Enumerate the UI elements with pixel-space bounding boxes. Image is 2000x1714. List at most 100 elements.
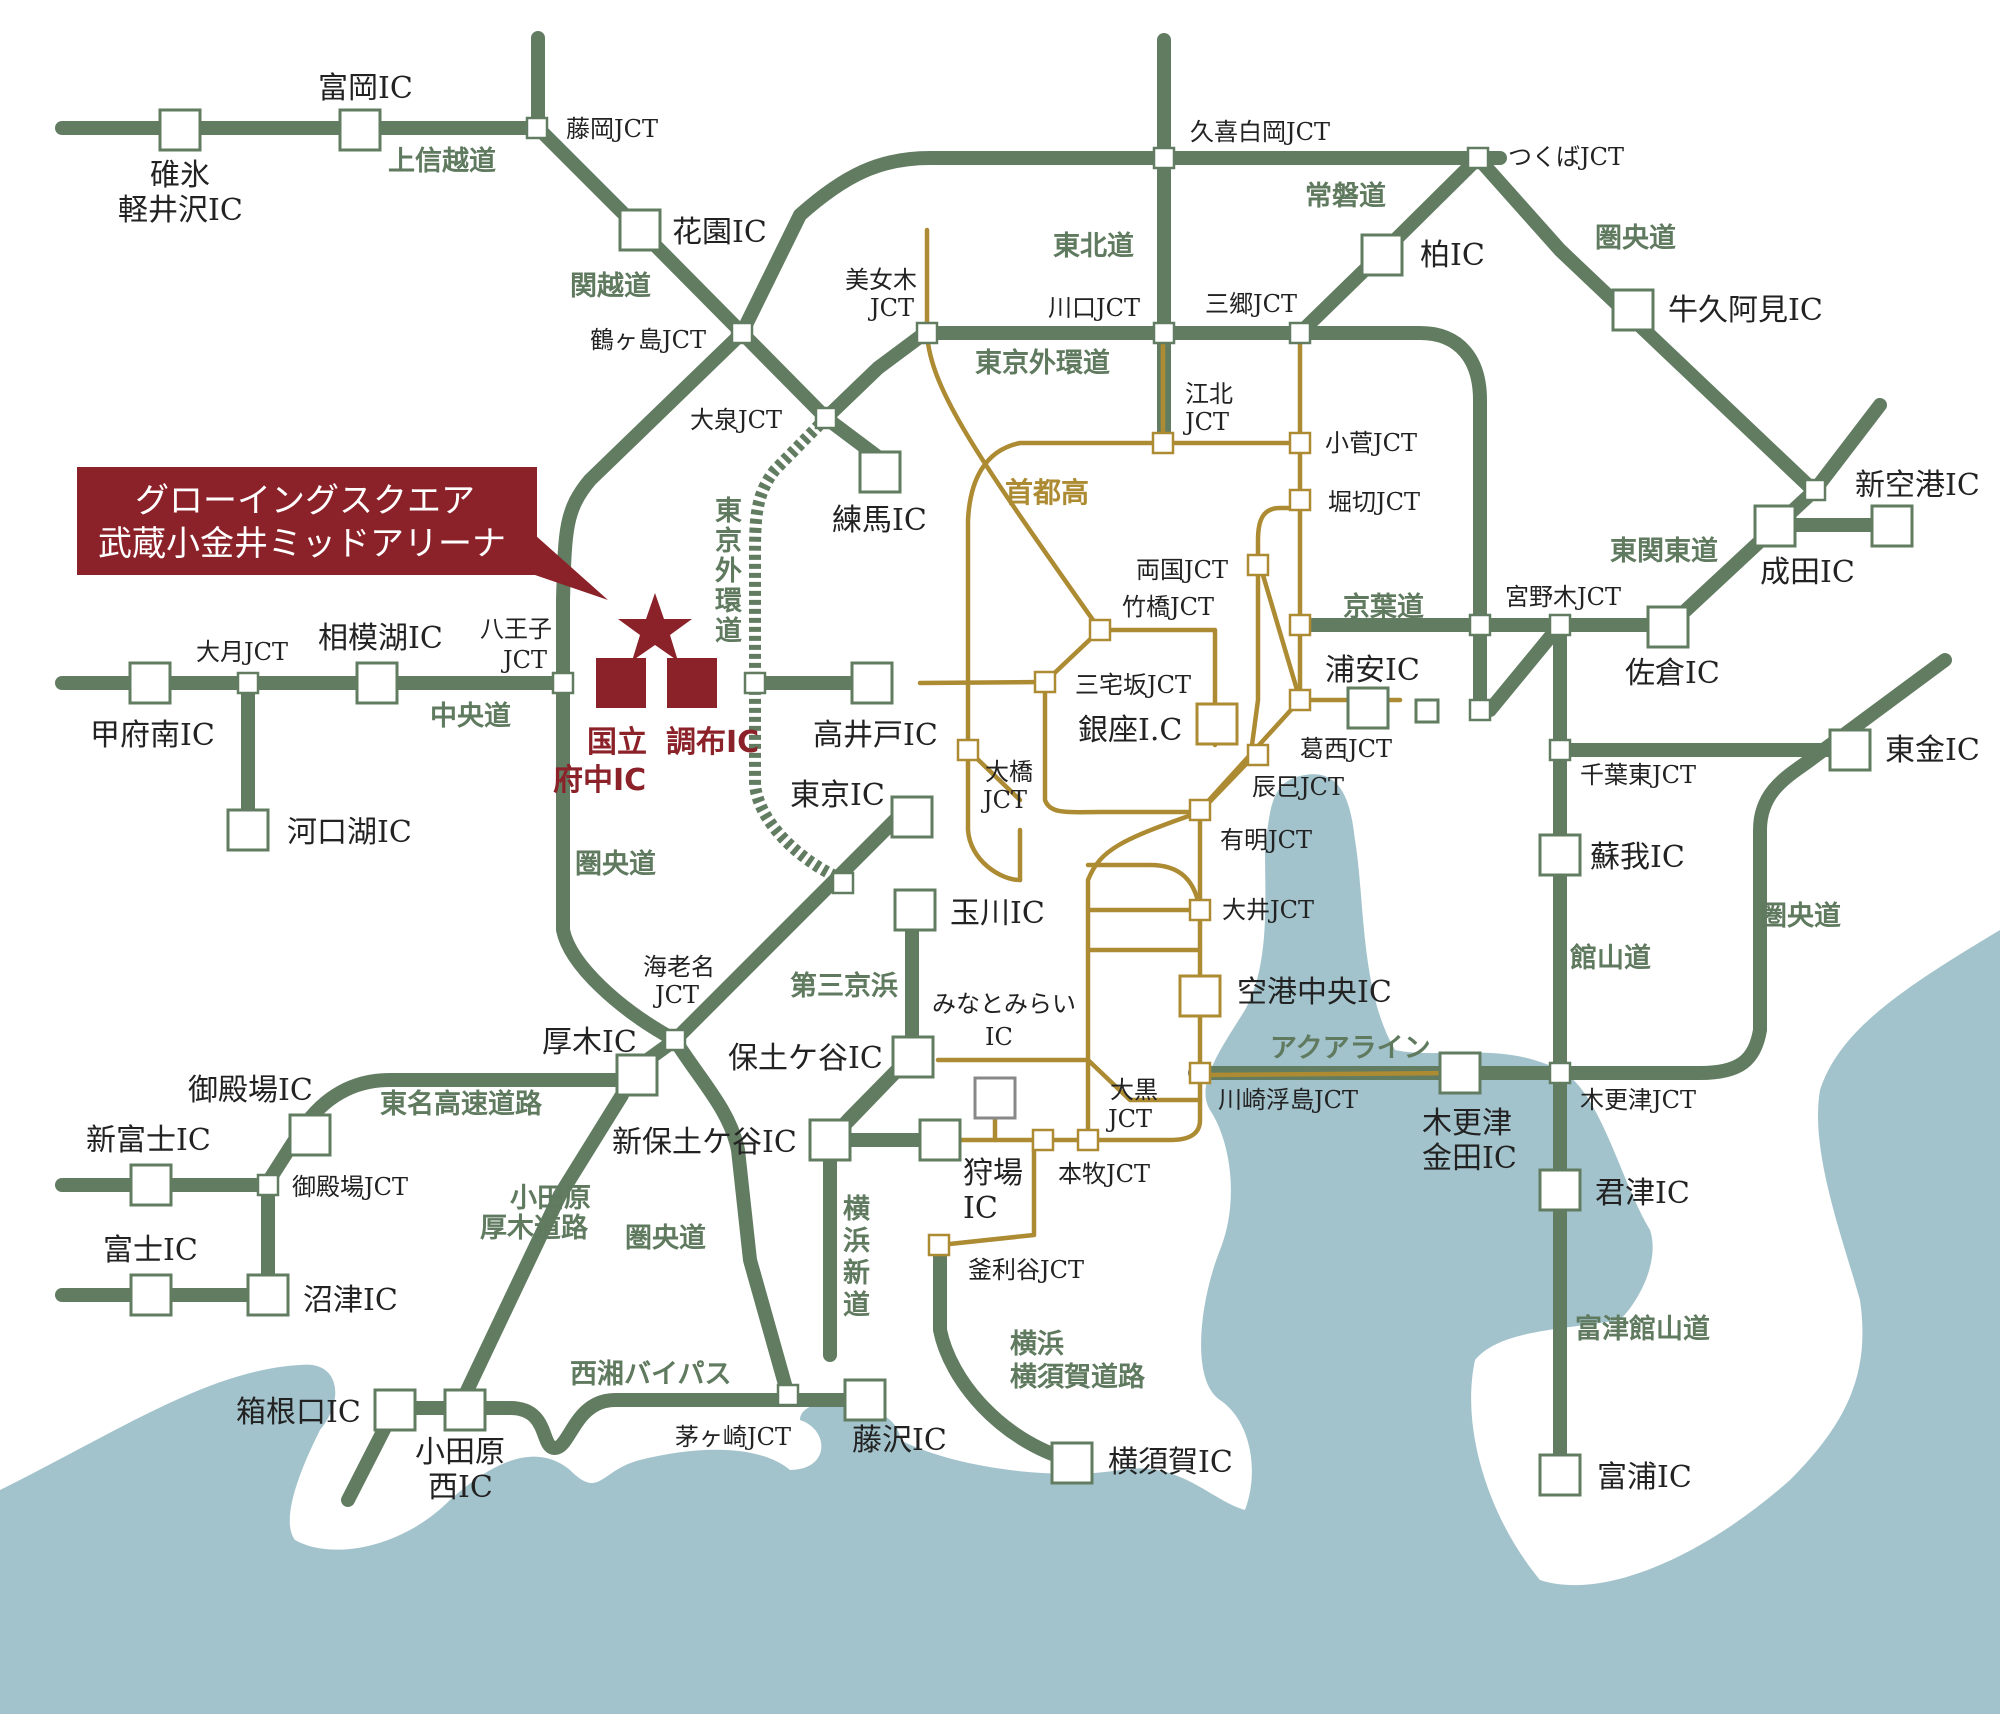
banner-line-2: 武蔵小金井ミッドアリーナ [98, 524, 506, 564]
label-shinfuji: 新富士IC [86, 1123, 211, 1158]
route-tateyama: 館山道 [1570, 942, 1651, 974]
kohoku-jct[interactable] [1151, 431, 1175, 455]
futtsu-ic-marker[interactable] [1538, 1453, 1582, 1497]
label-ohashi-1: 大橋 [985, 758, 1033, 786]
takebashi-jct[interactable] [1088, 618, 1112, 642]
kuko-ic-marker[interactable] [1178, 974, 1222, 1018]
ariake-jct[interactable] [1188, 798, 1212, 822]
ohashi-jct[interactable] [956, 738, 980, 762]
kawaguchi-jct[interactable] [1152, 321, 1176, 345]
ginza-ic-marker[interactable] [1195, 702, 1239, 746]
shinkuko-ic-marker[interactable] [1870, 504, 1914, 548]
chibahigashi-jct[interactable] [1548, 738, 1572, 762]
label-kawaguchiko: 河口湖IC [287, 815, 412, 850]
atsugi-ic-marker[interactable] [615, 1053, 659, 1097]
usui-ic-marker[interactable] [158, 108, 202, 152]
kunitachi-fuchu-ic-box[interactable] [596, 658, 646, 708]
kosuge-jct[interactable] [1288, 431, 1312, 455]
label-kamariya: 釜利谷JCT [968, 1256, 1084, 1284]
route-daisan-keihin: 第三京浜 [790, 970, 898, 1002]
label-kisarazu-1: 木更津 [1422, 1106, 1512, 1141]
misato-jct[interactable] [1288, 321, 1312, 345]
sagamiko-ic-marker[interactable] [355, 661, 399, 705]
shinhodogaya-ic-marker[interactable] [808, 1118, 852, 1162]
label-kawasaki: 川崎浮島JCT [1218, 1086, 1358, 1114]
svg-text:環: 環 [715, 586, 743, 617]
hakone-ic-marker[interactable] [373, 1388, 417, 1432]
kisarazu-jct[interactable] [1548, 1061, 1572, 1085]
tatsumi-jct[interactable] [1246, 743, 1270, 767]
fuji-ic-marker[interactable] [129, 1273, 173, 1317]
otsuki-jct[interactable] [236, 671, 260, 695]
kuki-jct[interactable] [1152, 146, 1176, 170]
label-minatomirai-2: IC [985, 1023, 1013, 1051]
fujioka-jct[interactable] [525, 116, 549, 140]
urayasu-east-jct[interactable] [1468, 698, 1492, 722]
tomei-gaikan-jct[interactable] [831, 871, 855, 895]
label-futtsu: 富浦IC [1597, 1460, 1692, 1495]
horikiri-jct[interactable] [1288, 488, 1312, 512]
label-shinkuko: 新空港IC [1855, 468, 1980, 503]
togane-ic-marker[interactable] [1828, 728, 1872, 772]
tokyo-ic-marker[interactable] [890, 795, 934, 839]
kofu-ic-marker[interactable] [128, 661, 172, 705]
kawaguchiko-ic-marker[interactable] [226, 808, 270, 852]
odawaranishi-ic-marker[interactable] [443, 1388, 487, 1432]
nerima-ic-marker[interactable] [858, 450, 902, 494]
route-aqualine: アクアライン [1270, 1033, 1431, 1064]
hodogaya-ic-marker[interactable] [891, 1035, 935, 1079]
bijogi-jct[interactable] [915, 321, 939, 345]
honmoku-jct[interactable] [1076, 1128, 1100, 1152]
kasai-jct[interactable] [1288, 688, 1312, 712]
ebina-jct[interactable] [663, 1028, 687, 1052]
kawasaki-jct[interactable] [1188, 1061, 1212, 1085]
route-joshinetsu: 上信越道 [388, 145, 496, 177]
shinfuji-ic-marker[interactable] [129, 1163, 173, 1207]
label-atsugi: 厚木IC [542, 1025, 637, 1060]
yokosuka-ic-marker[interactable] [1050, 1441, 1094, 1485]
shinkuko-jct[interactable] [1803, 478, 1827, 502]
takaido-ic-marker[interactable] [850, 661, 894, 705]
miyanogi-jct[interactable] [1548, 613, 1572, 637]
label-sagamiko: 相模湖IC [318, 621, 443, 656]
gaikan-chuo-jct[interactable] [743, 671, 767, 695]
oizumi-jct[interactable] [814, 406, 838, 430]
label-kisarazu-2: 金田IC [1422, 1141, 1517, 1176]
ushiku-ic-marker[interactable] [1611, 288, 1655, 332]
narita-ic-marker[interactable] [1753, 504, 1797, 548]
kashiwa-ic-marker[interactable] [1360, 233, 1404, 277]
tomioka-ic-marker[interactable] [338, 108, 382, 152]
gotemba-jct[interactable] [256, 1173, 280, 1197]
hachioji-jct[interactable] [551, 671, 575, 695]
label-misato: 三郷JCT [1205, 290, 1297, 318]
gotemba-ic-marker[interactable] [288, 1113, 332, 1157]
chofu-ic-box[interactable] [667, 658, 717, 708]
tsukuba-jct[interactable] [1466, 146, 1490, 170]
ryogoku-jct[interactable] [1246, 553, 1270, 577]
oi-jct[interactable] [1188, 898, 1212, 922]
label-kariba-2: IC [963, 1191, 998, 1226]
route-odawara-2: 厚木道路 [480, 1212, 589, 1244]
route-shutoko: 首都高 [1005, 476, 1089, 509]
label-otsuki: 大月JCT [196, 638, 288, 666]
kamariya-jct[interactable] [927, 1233, 951, 1257]
minatomirai-ic-marker[interactable] [973, 1076, 1017, 1120]
honmoku-sub-jct[interactable] [1031, 1128, 1055, 1152]
kimitsu-ic-marker[interactable] [1538, 1168, 1582, 1212]
fujisawa-ic-marker[interactable] [843, 1378, 887, 1422]
soga-ic-marker[interactable] [1538, 833, 1582, 877]
tamagawa-ic-marker[interactable] [893, 888, 937, 932]
hanazono-ic-marker[interactable] [618, 208, 662, 252]
tsurugashima-jct[interactable] [730, 321, 754, 345]
kariba-ic-marker[interactable] [918, 1118, 962, 1162]
star-icon [618, 593, 692, 661]
keiyo-east-jct[interactable] [1468, 613, 1492, 637]
chigasaki-jct[interactable] [776, 1383, 800, 1407]
sakura-ic-marker[interactable] [1646, 605, 1690, 649]
numazu-ic-marker[interactable] [246, 1273, 290, 1317]
kisarazu-ic-marker[interactable] [1438, 1051, 1482, 1095]
route-yokohama-shindo-vertical: 横 浜 新 道 [843, 1194, 870, 1321]
miyakezaka-jct[interactable] [1033, 670, 1057, 694]
keiyo-jct[interactable] [1288, 613, 1312, 637]
urayasu-ic-marker[interactable] [1346, 686, 1390, 730]
